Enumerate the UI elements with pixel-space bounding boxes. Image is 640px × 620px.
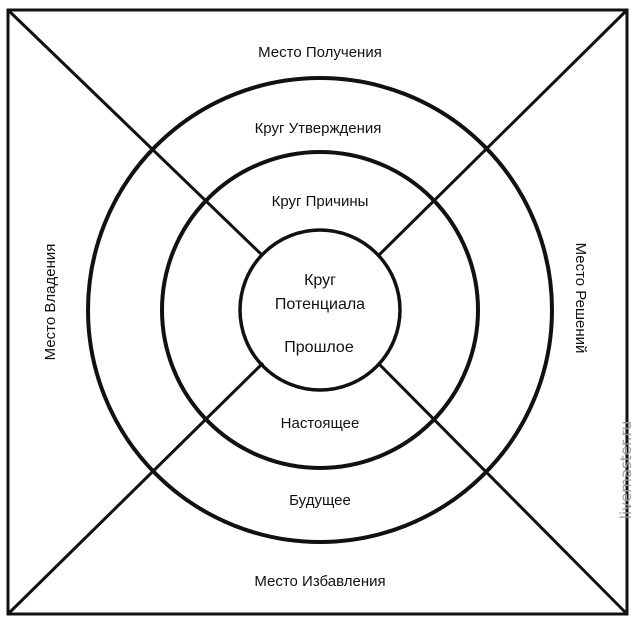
inner-circle	[238, 228, 402, 392]
inner-circle-label-line1: Круг	[304, 272, 336, 289]
middle-circle-label: Круг Причины	[272, 193, 369, 210]
middle-circle	[160, 150, 480, 470]
outer-circle	[86, 76, 554, 544]
inner-circle-label-line2: Потенциала	[275, 296, 365, 313]
place-bottom-label: Место Избавления	[254, 573, 385, 590]
time-present-label: Настоящее	[281, 415, 360, 432]
place-top-label: Место Получения	[258, 44, 382, 61]
place-right-label: Место Решений	[572, 243, 589, 354]
outer-square	[6, 8, 629, 616]
diagonal-bottom-left	[6, 361, 265, 616]
place-left-label: Место Владения	[42, 244, 59, 361]
diagonal-bottom-right	[376, 361, 629, 616]
watermark-text: livemaster.ru	[617, 421, 635, 519]
diagonal-top-left	[6, 8, 265, 258]
diagonal-top-right	[376, 8, 629, 258]
time-past-label: Прошлое	[284, 339, 354, 356]
outer-circle-label: Круг Утверждения	[255, 120, 382, 137]
time-future-label: Будущее	[289, 492, 351, 509]
